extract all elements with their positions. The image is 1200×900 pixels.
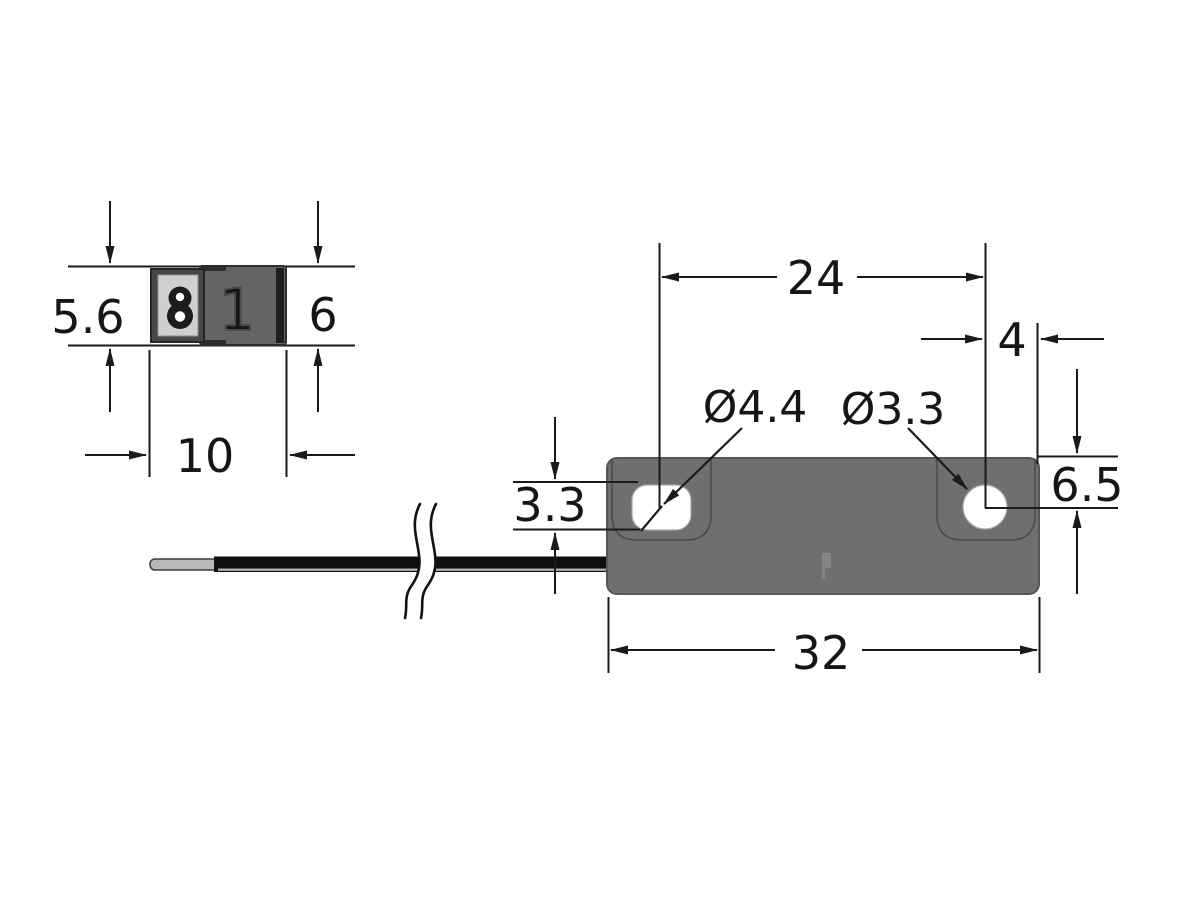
cable-highlight — [218, 568, 610, 571]
body-marking — [822, 553, 831, 579]
label-dia-4-4: Ø4.4 — [703, 382, 808, 433]
connector-holes-icon — [167, 286, 193, 329]
sensor-body — [606, 457, 1040, 595]
counterbore-left — [611, 459, 712, 541]
counterbore-right — [936, 459, 1036, 541]
break-symbol — [403, 501, 438, 621]
end-view-part: 1 — [150, 265, 287, 346]
wire-tip — [149, 558, 219, 571]
dim-24-label: 24 — [787, 251, 846, 305]
dimension-6: 6 — [308, 201, 338, 412]
magnet-block-tab-bottom — [201, 340, 226, 346]
leader-dia-3-3 — [907, 427, 968, 490]
leader-dia-4-4-tail — [640, 505, 663, 532]
break-curve-left — [403, 502, 422, 620]
callout-dia-3-3: Ø3.3 — [841, 384, 968, 490]
dim-5-6-label: 5.6 — [51, 290, 124, 344]
magnet-marking: 1 — [219, 276, 256, 344]
dimension-10: 10 — [85, 350, 355, 483]
dim-6-5-label: 6.5 — [1050, 458, 1123, 512]
dimension-32: 32 — [607, 597, 1041, 680]
dim-10-label: 10 — [176, 429, 235, 483]
dimension-5-6: 5.6 — [51, 201, 125, 412]
break-curve-right — [419, 502, 438, 620]
dimension-6-5: 6.5 — [985, 369, 1124, 594]
magnet-block-dark-edge — [276, 268, 284, 343]
dim-32-label: 32 — [792, 626, 851, 680]
callout-dia-4-4: Ø4.4 — [640, 382, 808, 532]
end-view: 1 5.6 6 — [51, 201, 355, 483]
side-view: 24 4 6.5 3.3 — [149, 243, 1124, 680]
leader-dia-4-4 — [663, 427, 743, 505]
dim-6-label: 6 — [308, 288, 337, 342]
cable-line — [214, 556, 614, 572]
dimension-24: 24 — [658, 243, 987, 508]
cable — [149, 501, 614, 621]
label-dia-3-3: Ø3.3 — [841, 384, 946, 435]
dimension-4: 4 — [921, 313, 1104, 464]
dim-3-3-label: 3.3 — [513, 478, 586, 532]
dim-4-label: 4 — [997, 313, 1026, 367]
dimension-3-3: 3.3 — [513, 417, 640, 594]
magnet-block-tab-top — [201, 265, 226, 271]
